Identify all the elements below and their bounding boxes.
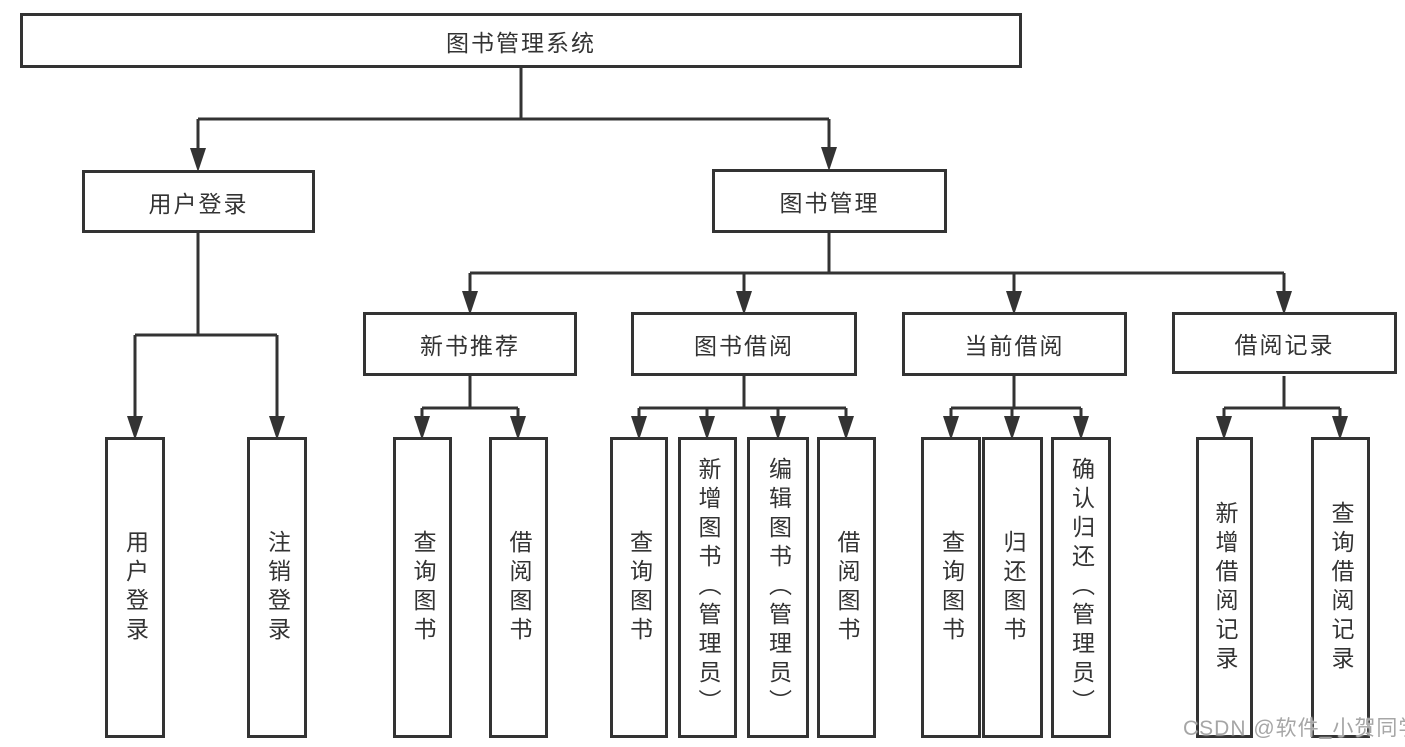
node-label: 确认归还（管理员） <box>1068 457 1095 718</box>
node-label: 新增图书（管理员） <box>695 457 721 718</box>
arrowhead-down-icon <box>510 416 526 440</box>
leaf-query-books-current: 查询图书 <box>921 437 981 738</box>
connector-current-borrow-to-leaves <box>943 376 1089 440</box>
arrowhead-down-icon <box>943 416 959 440</box>
node-label: 图书管理 <box>779 190 880 216</box>
node-label: 查询图书 <box>938 529 965 646</box>
arrowhead-down-icon <box>462 291 478 315</box>
node-label: 查询图书 <box>626 529 653 646</box>
arrowhead-down-icon <box>838 416 854 440</box>
node-borrow-records: 借阅记录 <box>1172 312 1397 374</box>
leaf-add-book-admin: 新增图书（管理员） <box>678 437 737 738</box>
node-book-management: 图书管理 <box>712 169 947 233</box>
node-label: 新增借阅记录 <box>1212 500 1238 675</box>
connector-borrow-records-to-leaves <box>1216 376 1348 440</box>
leaf-query-books-recommend: 查询图书 <box>393 437 452 738</box>
leaf-borrow-books: 借阅图书 <box>817 437 876 738</box>
arrowhead-down-icon <box>770 416 786 440</box>
node-current-borrow: 当前借阅 <box>902 312 1127 376</box>
arrowhead-down-icon <box>190 148 206 172</box>
leaf-logout: 注销登录 <box>247 437 307 738</box>
connector-root-to-level2 <box>190 68 837 172</box>
node-label: 查询图书 <box>410 529 436 646</box>
connector-new-book-to-leaves <box>414 376 526 440</box>
node-label: 用户登录 <box>122 529 149 646</box>
node-root: 图书管理系统 <box>20 13 1022 68</box>
arrowhead-down-icon <box>736 291 752 315</box>
arrowhead-down-icon <box>127 416 143 440</box>
leaf-add-borrow-record: 新增借阅记录 <box>1196 437 1253 738</box>
node-label: 借阅图书 <box>834 529 860 646</box>
arrowhead-down-icon <box>414 416 430 440</box>
node-label: 注销登录 <box>264 529 291 646</box>
leaf-user-login: 用户登录 <box>105 437 165 738</box>
node-user-login: 用户登录 <box>82 170 315 233</box>
node-label: 借阅记录 <box>1234 332 1335 358</box>
watermark: CSDN @软件_小贺同学 <box>1183 717 1405 740</box>
leaf-borrow-books-recommend: 借阅图书 <box>489 437 548 738</box>
connector-book-borrow-to-leaves <box>631 376 854 440</box>
node-label: 查询借阅记录 <box>1328 500 1354 675</box>
leaf-query-books-borrow: 查询图书 <box>610 437 668 738</box>
arrowhead-down-icon <box>1006 291 1022 315</box>
connector-book-management-to-level3 <box>462 233 1292 315</box>
node-new-book-recommend: 新书推荐 <box>363 312 577 376</box>
arrowhead-down-icon <box>269 416 285 440</box>
leaf-query-borrow-record: 查询借阅记录 <box>1311 437 1370 738</box>
connector-user-login-to-leaves <box>127 233 285 440</box>
arrowhead-down-icon <box>699 416 715 440</box>
node-book-borrow: 图书借阅 <box>631 312 857 376</box>
node-label: 当前借阅 <box>964 333 1065 359</box>
node-label: 图书管理系统 <box>446 29 596 56</box>
arrowhead-down-icon <box>1073 416 1089 440</box>
leaf-return-book: 归还图书 <box>982 437 1043 738</box>
node-label: 用户登录 <box>148 190 249 217</box>
node-label: 归还图书 <box>1000 529 1026 646</box>
node-label: 编辑图书（管理员） <box>765 457 792 718</box>
arrowhead-down-icon <box>1276 291 1292 315</box>
node-label: 图书借阅 <box>694 333 794 359</box>
node-label: 借阅图书 <box>506 529 532 646</box>
arrowhead-down-icon <box>821 147 837 171</box>
arrowhead-down-icon <box>1004 416 1020 440</box>
node-label: 新书推荐 <box>420 333 520 359</box>
arrowhead-down-icon <box>631 416 647 440</box>
arrowhead-down-icon <box>1216 416 1232 440</box>
leaf-edit-book-admin: 编辑图书（管理员） <box>747 437 809 738</box>
leaf-confirm-return-admin: 确认归还（管理员） <box>1051 437 1111 738</box>
arrowhead-down-icon <box>1332 416 1348 440</box>
